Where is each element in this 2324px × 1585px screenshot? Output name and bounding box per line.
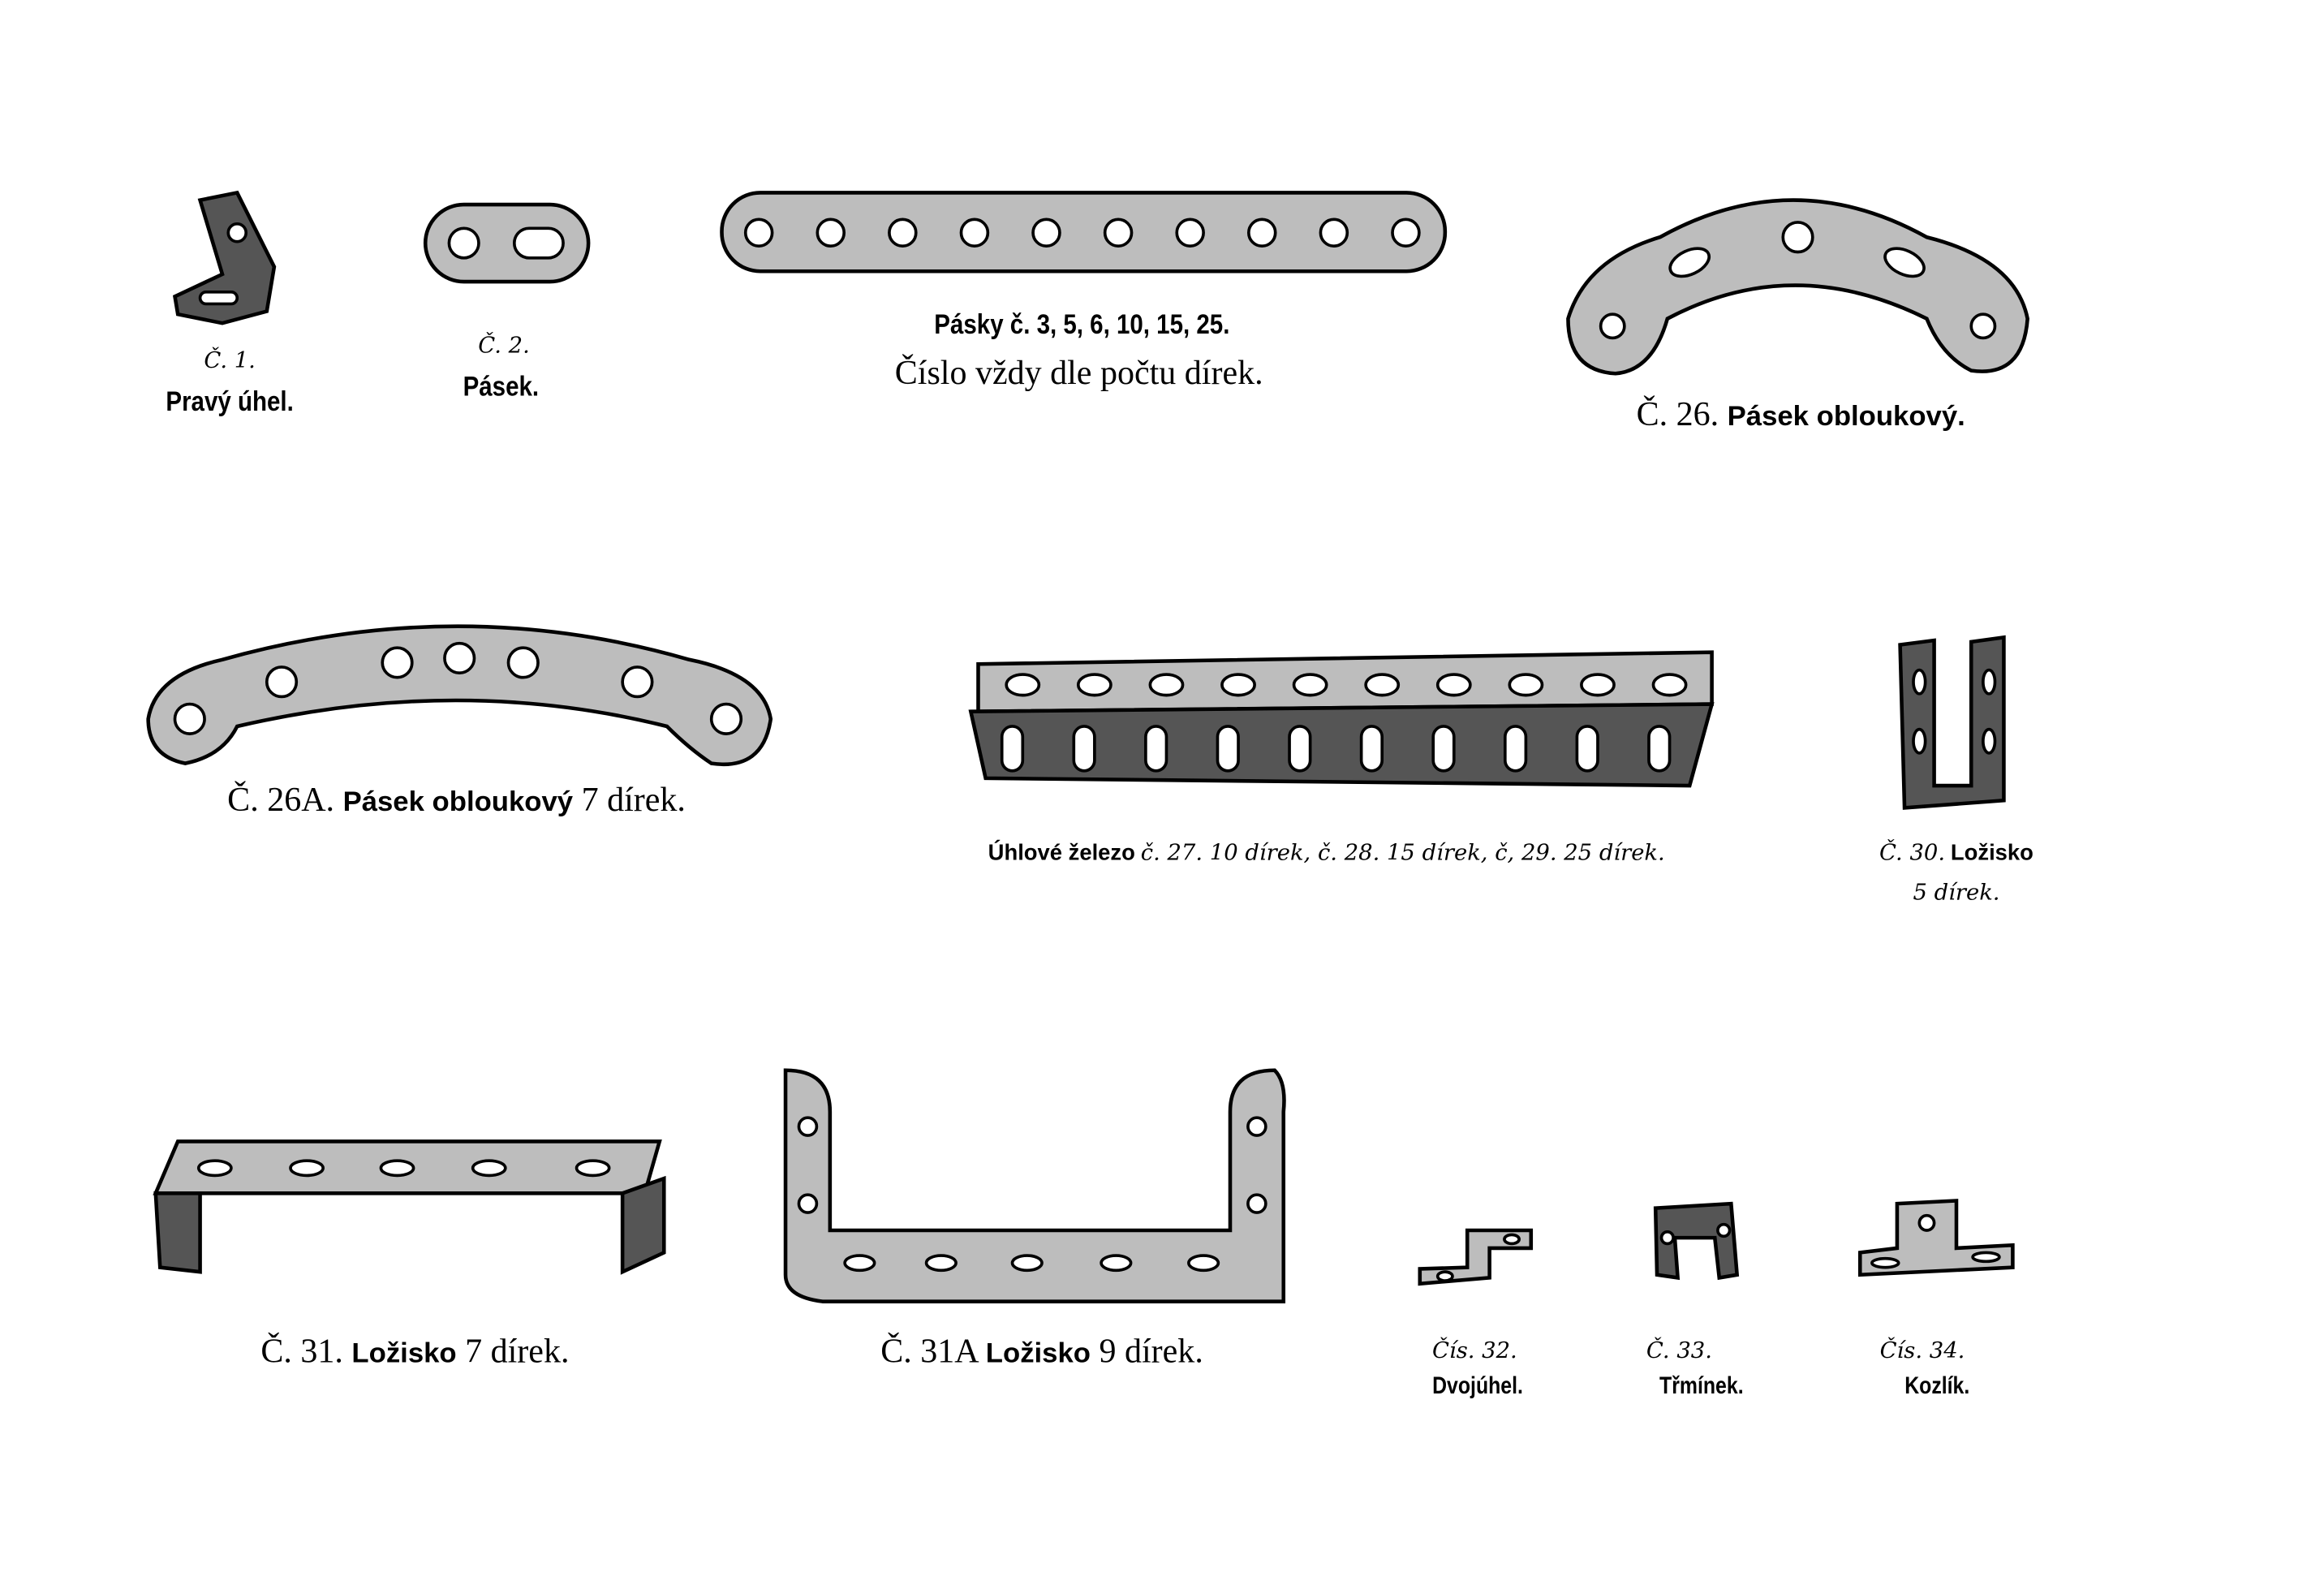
slot <box>1072 725 1096 773</box>
slot <box>1503 725 1528 773</box>
part-34-name: Kozlík. <box>1904 1374 1970 1400</box>
hole <box>1580 673 1616 697</box>
hole <box>1651 673 1688 697</box>
hole <box>1076 673 1113 697</box>
part-33-number: Č. 33. <box>1646 1337 1712 1364</box>
hole <box>1220 673 1256 697</box>
hole <box>1292 673 1328 697</box>
part-31-caption: Č. 31. Ložisko 7 dírek. <box>260 1334 569 1368</box>
part-31-suffix: 7 dírek. <box>465 1333 570 1370</box>
part-32-name: Dvojúhel. <box>1432 1374 1523 1400</box>
slot <box>1000 725 1025 773</box>
hole <box>1391 218 1421 248</box>
part-26-name: Pásek obloukový. <box>1727 401 1965 433</box>
angle-girder-name: Úhlové železo <box>988 840 1135 866</box>
hole <box>1005 673 1041 697</box>
curved-strip-26a-illustration <box>146 624 773 766</box>
angle-girder-illustration <box>968 650 1715 788</box>
hole <box>1508 673 1544 697</box>
slot <box>1359 725 1384 773</box>
part-31-number: Č. 31. <box>260 1333 343 1370</box>
part-26a-caption: Č. 26A. Pásek obloukový 7 dírek. <box>227 782 686 816</box>
hole <box>1246 218 1277 248</box>
part-31a-caption: Č. 31A Ložisko 9 dírek. <box>880 1334 1203 1368</box>
angle-girder-details: č. 27. 10 dírek, č. 28. 15 dírek, č, 29.… <box>1140 838 1665 866</box>
right-angle-illustration <box>172 190 277 325</box>
part-31a-suffix: 9 dírek. <box>1099 1333 1203 1370</box>
strips-name: Pásky č. 3, 5, 6, 10, 15, 25. <box>934 309 1230 342</box>
part-30-name: Ložisko <box>1950 840 2034 866</box>
part-26-caption: Č. 26. Pásek obloukový. <box>1637 398 1965 432</box>
hole <box>1175 218 1205 248</box>
bearing-31-illustration <box>153 1139 666 1275</box>
strips-note: Číslo vždy dle počtu dírek. <box>894 354 1263 392</box>
angle-girder-caption: Úhlové železo č. 27. 10 dírek, č. 28. 15… <box>988 842 1665 865</box>
hole <box>1435 673 1472 697</box>
strip-2-illustration <box>423 202 591 284</box>
part-33-name: Třmínek. <box>1659 1374 1744 1400</box>
stirrup-illustration <box>1653 1201 1740 1281</box>
double-angle-illustration <box>1418 1228 1534 1286</box>
hole <box>1364 673 1401 697</box>
slot <box>1431 725 1456 773</box>
part-34-number: Čís. 34. <box>1879 1337 1965 1364</box>
part-32-number: Čís. 32. <box>1431 1337 1517 1364</box>
trestle-illustration <box>1857 1199 2015 1277</box>
part-26-number: Č. 26. <box>1636 395 1719 433</box>
part-31a-number: Č. 31A <box>880 1333 978 1370</box>
part-31-name: Ložisko <box>351 1338 457 1370</box>
hole <box>1319 218 1349 248</box>
slot <box>1144 725 1168 773</box>
hole <box>959 218 990 248</box>
hole <box>743 218 774 248</box>
part-2-name: Pásek. <box>463 372 540 403</box>
slot <box>1575 725 1599 773</box>
slot <box>1647 725 1672 773</box>
hole <box>1148 673 1185 697</box>
part-30-number: Č. 30. <box>1879 838 1946 866</box>
bearing-30-illustration <box>1898 635 2006 810</box>
part-2-number: Č. 2. <box>478 332 530 360</box>
slot <box>1288 725 1312 773</box>
hole <box>816 218 846 248</box>
curved-strip-26-illustration <box>1566 198 2029 376</box>
part-30-caption: Č. 30. Ložisko <box>1879 842 2034 865</box>
bearing-31a-illustration <box>783 1068 1286 1303</box>
part-26a-suffix: 7 dírek. <box>581 781 686 819</box>
part-31a-name: Ložisko <box>985 1338 1091 1370</box>
part-1-number: Č. 1. <box>204 347 256 374</box>
hole <box>1031 218 1061 248</box>
strip-10-illustration <box>720 191 1448 273</box>
part-1-name: Pravý úhel. <box>166 386 294 419</box>
hole <box>1103 218 1134 248</box>
part-26a-number: Č. 26A. <box>227 781 335 819</box>
slot <box>1216 725 1240 773</box>
hole <box>888 218 918 248</box>
part-26a-name: Pásek obloukový <box>342 786 574 819</box>
part-30-suffix: 5 dírek. <box>1913 879 2000 906</box>
